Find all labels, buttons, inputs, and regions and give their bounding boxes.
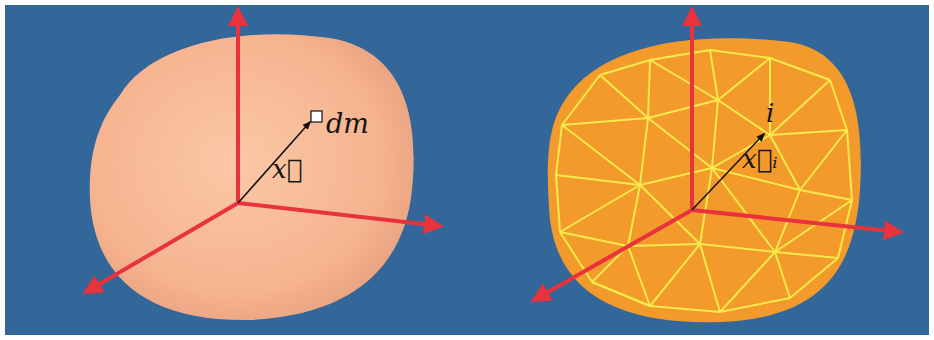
mesh-edge (592, 282, 650, 306)
mesh-edge (770, 58, 830, 80)
mesh-edge (556, 175, 640, 185)
continuous-body (90, 34, 414, 320)
axes (534, 10, 900, 300)
mesh-edge (700, 244, 720, 312)
node-label: i (766, 100, 774, 126)
mesh-edge (592, 282, 650, 306)
discretized-body (548, 38, 861, 322)
mesh-edge (650, 50, 710, 60)
triangle-mesh (556, 50, 852, 312)
axes (86, 10, 440, 292)
mesh-edge (770, 80, 830, 135)
mesh-edge (718, 58, 770, 100)
mesh-edge (562, 125, 640, 185)
mesh-edge (790, 258, 838, 298)
mesh-edge (648, 60, 650, 118)
mesh-edge (562, 118, 648, 125)
mesh-edge (800, 190, 852, 200)
mesh-edge (700, 168, 712, 244)
background (5, 5, 929, 335)
mesh-edge (650, 60, 718, 100)
mesh-edge (648, 118, 712, 168)
mesh-edge (648, 100, 718, 118)
mesh-edge (556, 125, 562, 175)
mesh-edge (830, 80, 847, 130)
mesh-edge (710, 50, 770, 58)
mesh-edge (600, 60, 650, 75)
mesh-edge (628, 244, 700, 246)
mass-element-label: dm (326, 110, 369, 137)
position-vector-label: x⃗ (272, 156, 302, 182)
mesh-edge (640, 168, 712, 185)
position-vector-label: x⃗ᵢ (742, 146, 778, 172)
mesh-edge (560, 185, 640, 232)
mesh-edge (556, 175, 560, 232)
position-vector (238, 122, 310, 203)
mesh-edge (775, 252, 838, 258)
mesh-edge (800, 130, 847, 190)
mesh-edge (700, 244, 775, 252)
mesh-edge (712, 168, 775, 252)
mesh-edge (718, 100, 770, 135)
mesh-edge (775, 252, 790, 298)
mesh-edge (640, 118, 648, 185)
mesh-edge (712, 100, 718, 168)
mesh-edge (562, 75, 600, 125)
mesh-edge (720, 252, 775, 312)
mesh-edge (628, 246, 650, 306)
mesh-edge (710, 50, 718, 100)
mesh-edge (650, 306, 720, 312)
mesh-edge (560, 232, 628, 246)
mesh-edge (650, 244, 700, 306)
mass-element (311, 111, 322, 122)
mesh-edge (600, 75, 648, 118)
mesh-edge (770, 130, 847, 135)
mesh-edge (628, 185, 640, 246)
mesh-edge (847, 130, 852, 200)
